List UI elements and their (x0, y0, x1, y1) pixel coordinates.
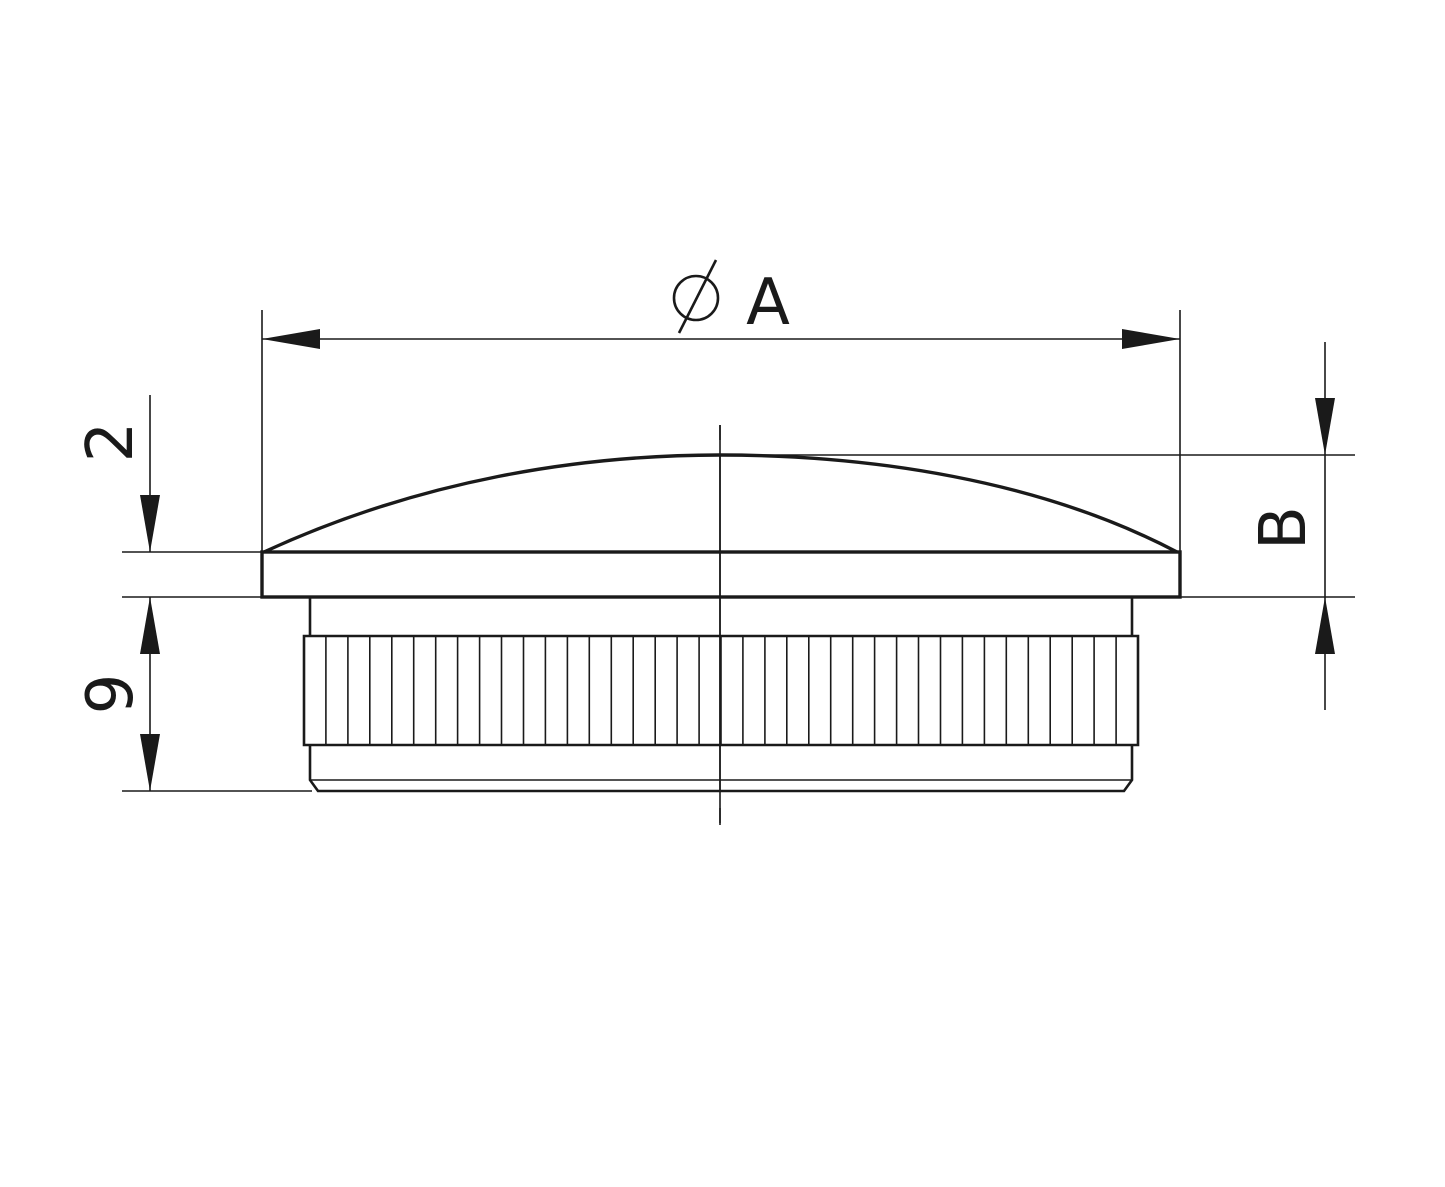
dimension-shank-height: 9 (74, 596, 312, 792)
dimension-top-thickness: 2 (74, 395, 262, 553)
arrowhead-9-bottom (140, 734, 160, 791)
shank-lower (308, 745, 1134, 793)
dimension-height-b: B (720, 342, 1355, 710)
arrowhead-b-bottom (1315, 597, 1335, 654)
arrowhead-b-top (1315, 398, 1335, 455)
flange (260, 550, 1182, 599)
arrowhead-9-top (140, 597, 160, 654)
arrowhead-right (1122, 329, 1180, 349)
label-diameter-a: A (746, 266, 790, 340)
shank-upper (308, 597, 1134, 636)
knurl-ridges (325, 455, 1117, 791)
knurl-band (302, 634, 1140, 747)
diameter-symbol (672, 259, 720, 334)
arrowhead-2 (140, 495, 160, 552)
arrowhead-left (262, 329, 320, 349)
label-shank-height: 9 (74, 674, 148, 715)
label-height-b: B (1247, 506, 1321, 550)
end-cap-outline (260, 453, 1182, 793)
dimension-diameter-a: A (261, 259, 1181, 552)
label-top-thickness: 2 (74, 422, 148, 463)
